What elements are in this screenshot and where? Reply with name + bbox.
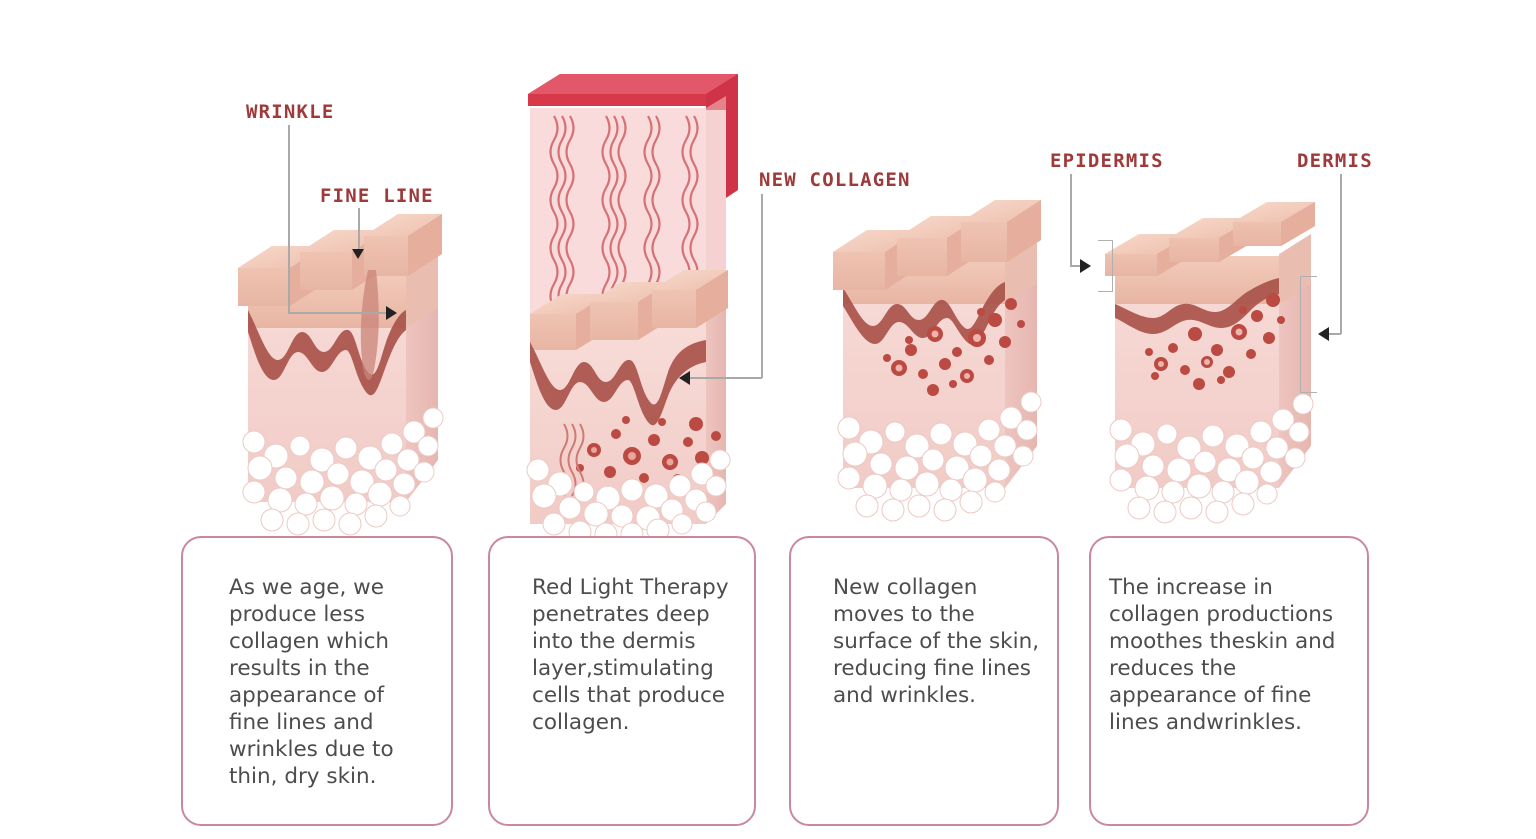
caption-card-2: Red Light Therapy penetrates deep into t… bbox=[488, 536, 756, 826]
dermis-leader-vertical bbox=[1340, 174, 1342, 334]
label-wrinkle: WRINKLE bbox=[246, 101, 335, 123]
fat-layer-2 bbox=[526, 449, 731, 546]
fine-line-arrow-icon bbox=[352, 249, 364, 259]
caption-card-1: As we age, we produce less collagen whic… bbox=[181, 536, 453, 826]
wrinkle-leader-horizontal bbox=[288, 312, 388, 314]
panel-red-light bbox=[520, 72, 770, 546]
epidermis-columns-3 bbox=[833, 200, 1041, 290]
collagen-dots-3 bbox=[883, 298, 1025, 396]
panel-collagen-rising bbox=[825, 192, 1060, 532]
skin-block-4 bbox=[1105, 202, 1315, 524]
caption-text-1: As we age, we produce less collagen whic… bbox=[229, 575, 394, 789]
panel-smoothed-skin bbox=[1095, 192, 1340, 532]
epidermis-leader-vertical bbox=[1070, 174, 1072, 266]
caption-text-2: Red Light Therapy penetrates deep into t… bbox=[532, 575, 729, 735]
collagen-dots-2 bbox=[576, 416, 726, 486]
wrinkle-arrow-icon bbox=[386, 306, 397, 320]
label-fine-line: FINE LINE bbox=[320, 185, 434, 207]
epidermis-columns-1 bbox=[238, 214, 442, 306]
epidermis-bracket bbox=[1098, 240, 1113, 292]
new-collagen-leader-vertical bbox=[761, 194, 763, 378]
skin-block-3 bbox=[833, 200, 1042, 522]
caption-text-3: New collagen moves to the surface of the… bbox=[833, 575, 1040, 708]
fat-layer-1 bbox=[242, 407, 444, 536]
epidermis-leader-horizontal bbox=[1070, 265, 1082, 267]
fat-layer-4 bbox=[1109, 393, 1314, 524]
wrinkle-leader-vertical bbox=[288, 125, 290, 313]
epidermis-arrow-icon bbox=[1080, 259, 1091, 273]
caption-card-4: The increase in collagen productions moo… bbox=[1089, 536, 1369, 826]
label-dermis: DERMIS bbox=[1297, 150, 1373, 172]
dermis-arrow-icon bbox=[1318, 327, 1329, 341]
caption-card-3: New collagen moves to the surface of the… bbox=[789, 536, 1059, 826]
fat-layer-3 bbox=[837, 391, 1042, 522]
dermis-leader-horizontal bbox=[1328, 333, 1341, 335]
skin-block-2 bbox=[526, 74, 738, 546]
label-epidermis: EPIDERMIS bbox=[1050, 150, 1164, 172]
collagen-dots-4 bbox=[1145, 293, 1285, 390]
new-collagen-arrow-icon bbox=[679, 371, 690, 385]
new-collagen-leader-horizontal bbox=[690, 377, 762, 379]
epidermis-columns-4 bbox=[1105, 202, 1315, 276]
skin-block-1 bbox=[238, 214, 444, 536]
label-new-collagen: NEW COLLAGEN bbox=[759, 169, 911, 191]
panel-aging-skin bbox=[228, 210, 458, 536]
wrinkle-cleft bbox=[360, 270, 379, 381]
red-light-emitter bbox=[528, 74, 738, 198]
fine-line-leader bbox=[358, 208, 360, 250]
dermis-bracket bbox=[1300, 276, 1317, 393]
epidermis-columns-2 bbox=[530, 270, 728, 350]
caption-text-4: The increase in collagen productions moo… bbox=[1109, 575, 1336, 735]
